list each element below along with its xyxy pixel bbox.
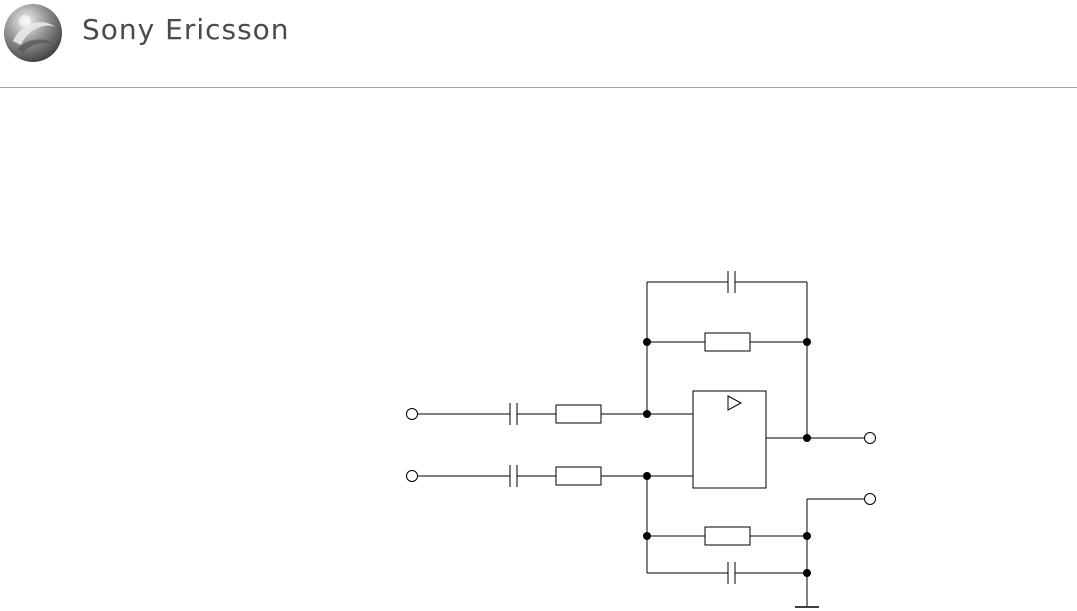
reference-resistor bbox=[705, 527, 750, 545]
input-resistor-top bbox=[556, 405, 601, 423]
amplifier-block bbox=[693, 391, 766, 488]
output-terminal-bottom bbox=[865, 494, 876, 505]
input-terminal-bottom bbox=[407, 471, 418, 482]
feedback-network bbox=[647, 282, 807, 438]
junction-dot bbox=[803, 532, 811, 540]
junction-dot bbox=[643, 532, 651, 540]
junctions bbox=[643, 338, 811, 577]
input-terminal-top bbox=[407, 409, 418, 420]
junction-dot bbox=[803, 338, 811, 346]
junction-dot bbox=[643, 410, 651, 418]
input-resistor-bottom bbox=[556, 467, 601, 485]
reference-network bbox=[647, 476, 864, 606]
amplifier-triangle-icon bbox=[728, 396, 741, 410]
junction-dot bbox=[803, 434, 811, 442]
junction-dot bbox=[643, 338, 651, 346]
junction-dot bbox=[803, 569, 811, 577]
output-terminal-top bbox=[865, 433, 876, 444]
input-capacitor-bottom bbox=[510, 465, 517, 487]
input-capacitor-top bbox=[510, 403, 517, 425]
feedback-resistor bbox=[705, 333, 750, 351]
junction-dot bbox=[643, 472, 651, 480]
feedback-capacitor bbox=[728, 271, 735, 293]
reference-capacitor bbox=[728, 562, 735, 584]
